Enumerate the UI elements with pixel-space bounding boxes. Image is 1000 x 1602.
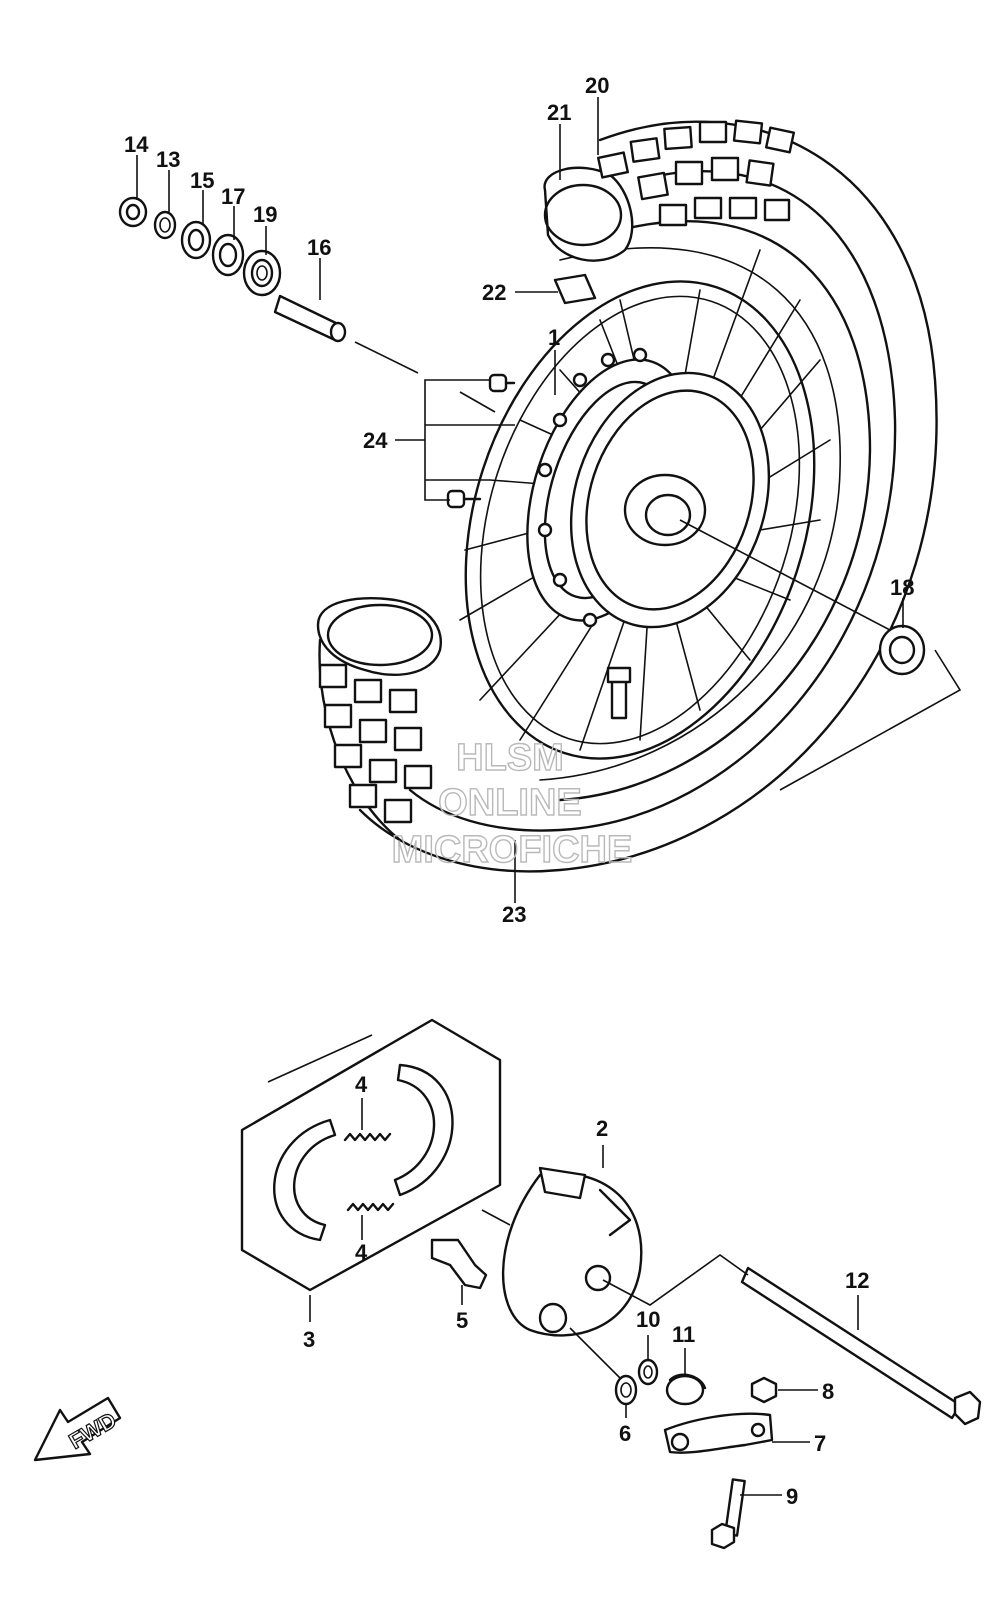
brake-shoe-right [393,1063,454,1197]
part-labels: 1 2 3 4 4 5 6 7 8 9 10 11 12 13 14 15 16… [124,73,914,1509]
tire [316,119,938,873]
brake-assembly [240,1018,982,1550]
part-label-4-top: 4 [355,1072,368,1097]
part-label-8: 8 [822,1379,834,1404]
washer-13 [153,210,177,240]
nut-14 [118,196,148,228]
part-label-21: 21 [547,100,571,125]
part-label-13: 13 [156,147,180,172]
axle-side-parts [118,196,926,676]
part-label-14: 14 [124,132,149,157]
part-label-2: 2 [596,1116,608,1141]
part-label-20: 20 [585,73,609,98]
screws-24 [446,373,516,509]
seal-6 [614,1374,638,1406]
part-label-22: 22 [482,280,506,305]
part-label-24: 24 [363,428,388,453]
part-label-6: 6 [619,1421,631,1446]
brake-shoe-left [273,1118,337,1242]
oil-seal-17 [211,233,245,277]
hub [526,347,771,629]
tread-bottom [318,663,433,824]
watermark: HLSM ONLINE MICROFICHE [391,736,633,871]
part-label-16: 16 [307,235,331,260]
cam-lever-7 [663,1412,774,1454]
part-label-5: 5 [456,1308,468,1333]
valve-stem [606,666,632,720]
nut-8 [750,1376,778,1404]
rim-band-22 [553,273,597,305]
watermark-line1: HLSM [456,737,564,779]
spacer-16 [273,294,347,343]
part-label-17: 17 [221,184,245,209]
part-label-3: 3 [303,1327,315,1352]
bolt-9 [710,1478,746,1550]
spring-top [343,1132,392,1142]
leader-lines [136,97,904,1496]
camshaft-5 [430,1238,488,1290]
part-label-1: 1 [548,325,560,350]
dust-seal-15 [180,220,212,260]
part-label-15: 15 [190,168,214,193]
brake-panel-2 [501,1166,643,1337]
part-label-4-bottom: 4 [355,1240,368,1265]
rim [464,280,816,760]
fwd-direction-badge: FWD [33,1396,122,1462]
part-label-11: 11 [672,1322,695,1347]
spring-bottom [346,1202,395,1212]
watermark-line2: ONLINE [438,782,582,824]
part-label-18: 18 [890,575,914,600]
part-label-23: 23 [502,902,526,927]
part-label-9: 9 [786,1484,798,1509]
part-label-12: 12 [845,1268,869,1293]
bearing-19 [242,249,282,297]
axle-12 [740,1266,982,1426]
tread-top [597,119,796,227]
part-label-19: 19 [253,202,277,227]
watermark-line3: MICROFICHE [392,829,633,871]
spring-11 [665,1373,707,1406]
bearing-18 [878,624,926,676]
part-label-10: 10 [636,1307,660,1332]
wheel-assembly [316,119,962,873]
part-label-7: 7 [814,1431,826,1456]
washer-10 [637,1358,659,1386]
